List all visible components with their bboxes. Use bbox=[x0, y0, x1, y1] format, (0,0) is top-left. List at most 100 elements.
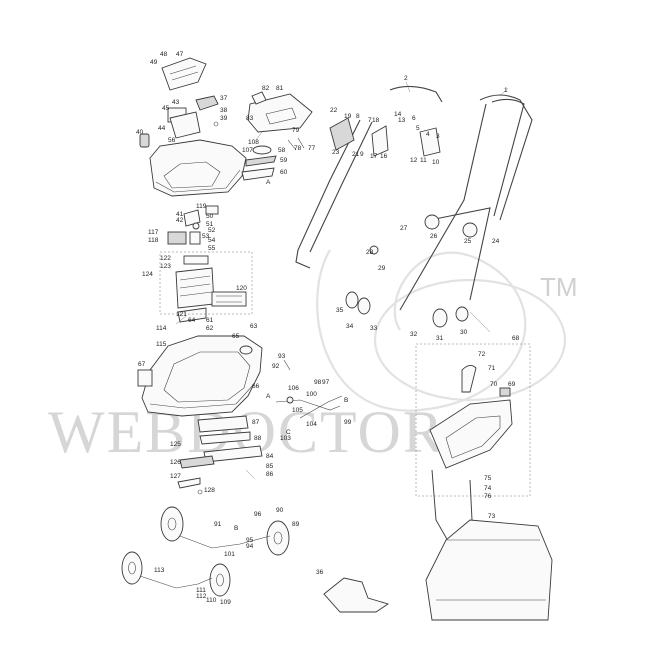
callout-84: 84 bbox=[266, 453, 274, 460]
callout-c: C bbox=[286, 429, 291, 436]
part-clamp-31 bbox=[432, 308, 448, 328]
part-wheel-front-right bbox=[209, 563, 231, 597]
callout-9: 9 bbox=[360, 151, 364, 158]
callout-51: 51 bbox=[206, 221, 214, 228]
part-key-40 bbox=[139, 133, 150, 148]
part-pcb-120-pins bbox=[216, 295, 242, 303]
callout-65: 65 bbox=[232, 333, 240, 340]
callout-117: 117 bbox=[148, 229, 159, 236]
callout-121: 121 bbox=[176, 311, 187, 318]
callout-29: 29 bbox=[378, 265, 386, 272]
callout-111: 111 bbox=[196, 587, 206, 594]
callout-87: 87 bbox=[252, 419, 260, 426]
callout-32: 32 bbox=[410, 331, 418, 338]
part-deck-lid bbox=[247, 93, 313, 133]
callout-79: 79 bbox=[292, 127, 300, 134]
part-wheel-rear-right-hub bbox=[273, 531, 283, 545]
callout-120: 120 bbox=[236, 285, 247, 292]
callout-94: 94 bbox=[246, 543, 254, 550]
callout-21: 21 bbox=[352, 151, 360, 158]
callout-33: 33 bbox=[370, 325, 378, 332]
part-wheel-rear-left bbox=[160, 506, 184, 542]
callout-76: 76 bbox=[484, 493, 492, 500]
part-handle-upper-1-inner bbox=[491, 98, 525, 217]
part-wheel-rear-right-90 bbox=[266, 520, 290, 556]
part-label-67 bbox=[137, 369, 153, 387]
callout-54: 54 bbox=[208, 237, 216, 244]
callout-115: 115 bbox=[156, 341, 167, 348]
callout-11: 11 bbox=[420, 157, 427, 164]
part-wheel-front-left-hub bbox=[128, 561, 136, 575]
part-latch-37 bbox=[195, 95, 219, 111]
callout-25: 25 bbox=[464, 238, 472, 245]
callout-68: 68 bbox=[512, 335, 520, 342]
callout-73: 73 bbox=[488, 513, 496, 520]
part-pin-93 bbox=[283, 359, 291, 371]
part-cover-88 bbox=[199, 431, 251, 445]
part-handle-72 bbox=[461, 365, 477, 393]
callout-77: 77 bbox=[308, 145, 316, 152]
callout-a: A bbox=[266, 179, 271, 186]
callout-128: 128 bbox=[204, 487, 215, 494]
leader-lines bbox=[175, 81, 509, 479]
part-clamp-34 bbox=[345, 291, 359, 309]
callout-17: 17 bbox=[370, 153, 378, 160]
callout-28: 28 bbox=[366, 249, 374, 256]
part-plate-3 bbox=[419, 127, 441, 157]
callout-86: 86 bbox=[266, 471, 274, 478]
part-spring-105 bbox=[286, 396, 294, 404]
callout-112: 112 bbox=[196, 593, 207, 600]
part-pcb-120 bbox=[211, 291, 247, 307]
callout-88: 88 bbox=[254, 435, 262, 442]
callout-103: 103 bbox=[280, 435, 291, 442]
callout-75: 75 bbox=[484, 475, 492, 482]
callout-109: 109 bbox=[220, 599, 231, 606]
part-flange-127 bbox=[177, 477, 201, 489]
callout-47: 47 bbox=[176, 51, 184, 58]
callout-95: 95 bbox=[246, 537, 254, 544]
part-deck-lid-slot bbox=[265, 107, 297, 125]
callout-a: A bbox=[266, 393, 271, 400]
callout-41: 41 bbox=[176, 211, 184, 218]
callout-14: 14 bbox=[394, 111, 402, 118]
callout-44: 44 bbox=[158, 125, 166, 132]
watermark-ellipse bbox=[373, 278, 567, 402]
callout-118: 118 bbox=[148, 237, 159, 244]
part-upper-housing-edge bbox=[155, 169, 241, 193]
switch-electronics bbox=[167, 205, 219, 245]
part-wheel-rear-left-hub bbox=[167, 517, 177, 531]
part-axle-113 bbox=[139, 575, 213, 589]
callout-69: 69 bbox=[508, 381, 516, 388]
main-deck bbox=[137, 335, 263, 417]
deck-lid-assembly bbox=[247, 91, 313, 133]
callout-16: 16 bbox=[380, 153, 388, 160]
part-handle-lower bbox=[295, 119, 361, 269]
callout-106: 106 bbox=[288, 385, 299, 392]
callout-50: 50 bbox=[206, 213, 214, 220]
part-clip-69 bbox=[499, 387, 511, 397]
callout-113: 113 bbox=[154, 567, 165, 574]
callout-99: 99 bbox=[344, 419, 352, 426]
part-strip-60 bbox=[241, 167, 275, 181]
callout-34: 34 bbox=[346, 323, 354, 330]
callout-78: 78 bbox=[294, 145, 302, 152]
callout-66: 66 bbox=[252, 383, 260, 390]
screw-39 bbox=[213, 121, 219, 127]
callout-125: 125 bbox=[170, 441, 181, 448]
callout-30: 30 bbox=[460, 329, 468, 336]
callout-3: 3 bbox=[436, 133, 440, 140]
callout-37: 37 bbox=[220, 95, 228, 102]
upper-housing bbox=[149, 139, 247, 197]
callout-5: 5 bbox=[416, 125, 420, 132]
callout-13: 13 bbox=[398, 117, 406, 124]
callout-71: 71 bbox=[488, 365, 496, 372]
callout-19: 19 bbox=[344, 113, 352, 120]
part-knob-25 bbox=[462, 222, 478, 238]
callout-49: 49 bbox=[150, 59, 158, 66]
callout-38: 38 bbox=[220, 107, 228, 114]
grass-box-assembly bbox=[425, 365, 553, 621]
part-connector-53 bbox=[189, 231, 201, 245]
part-wheel-front-right-hub bbox=[216, 573, 224, 587]
part-knob-58 bbox=[252, 145, 272, 155]
callout-24: 24 bbox=[492, 238, 500, 245]
